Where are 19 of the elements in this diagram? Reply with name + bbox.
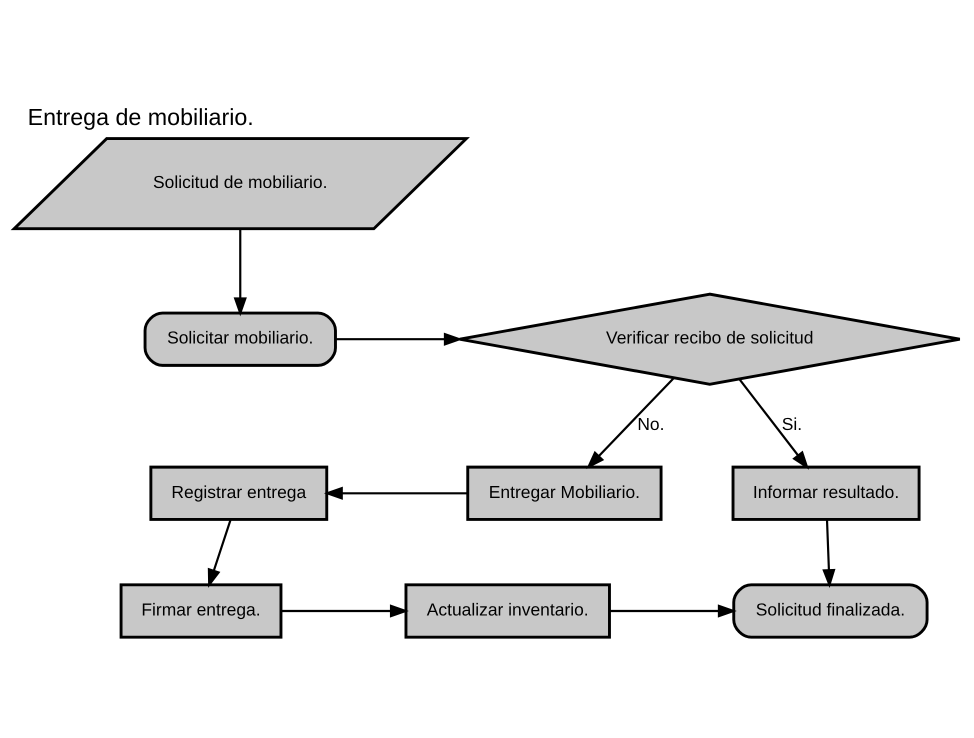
node-box: Entregar Mobiliario. <box>466 466 663 521</box>
arrow <box>738 378 810 470</box>
node-box: Solicitar mobiliario. <box>144 312 337 367</box>
node-box: Firmar entrega. <box>120 583 282 639</box>
node-box: Solicitud finalizada. <box>732 583 929 639</box>
arrow <box>324 486 468 500</box>
edge-label: Si. <box>782 414 802 434</box>
diagram-title: Entrega de mobiliario. <box>28 104 254 130</box>
node-box: Informar resultado. <box>732 466 921 521</box>
node-diamond: Verificar recibo de solicitud <box>458 292 962 386</box>
arrow <box>822 520 836 588</box>
node-box: Actualizar inventario. <box>404 583 611 639</box>
arrow <box>610 604 737 618</box>
arrow <box>208 519 232 588</box>
arrow <box>281 604 409 618</box>
arrow <box>234 228 247 316</box>
node-box: Registrar entrega <box>149 466 328 521</box>
arrow <box>586 377 675 470</box>
edge-label: No. <box>637 414 664 434</box>
